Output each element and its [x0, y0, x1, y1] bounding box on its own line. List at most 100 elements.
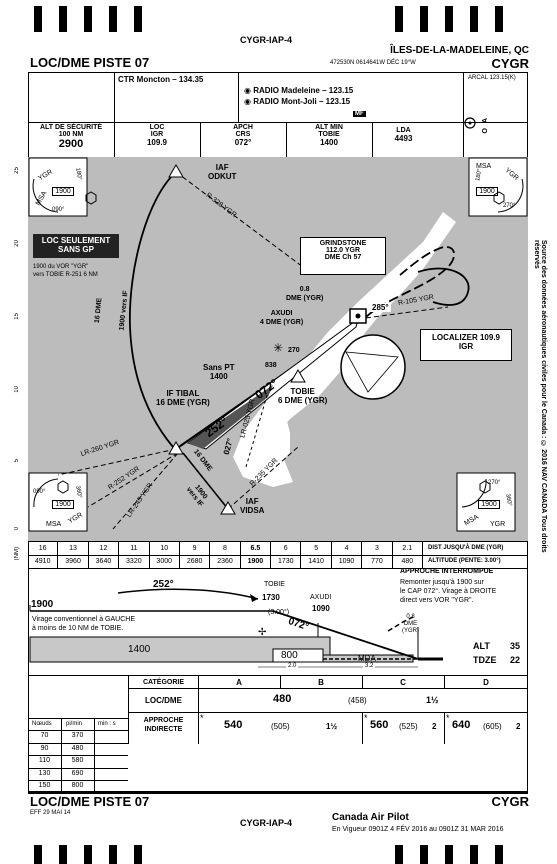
circ-c-mda: 560: [370, 719, 389, 731]
block-800: 800: [281, 650, 298, 661]
plan-view: ✳ IAF ODKUT R-328 YGR LOC SEULEMENT SANS…: [28, 157, 528, 541]
profile-tobie: TOBIE: [264, 581, 285, 588]
footer-validity: En Vigueur 0901Z 4 FÉV 2016 au 0901Z 31 …: [332, 826, 504, 833]
chart-id-top: CYGR-IAP-4: [240, 35, 293, 45]
msa-box-br: [456, 472, 516, 532]
dme-dist-cell: 3: [362, 542, 393, 555]
lda-cell: LDA 4493: [394, 127, 413, 143]
tibal-fix-icon: [168, 441, 184, 455]
msa-br-ygr: YGR: [490, 521, 506, 528]
circ-d-haa: (605): [483, 722, 502, 731]
block-1400: 1400: [128, 644, 151, 655]
dme-alt-cell: 3960: [58, 555, 89, 568]
dme-dist-cell: 6.5: [241, 542, 272, 555]
dme-alt-cell: 1900: [241, 555, 272, 568]
loc-only-label: LOC SEULEMENT SANS GP: [41, 236, 111, 254]
speed-fpm: 580: [71, 757, 84, 765]
msa-tl-090: 090°: [52, 207, 65, 213]
axudi-label: AXUDI 4 DME (YGR): [260, 310, 304, 326]
loc-cell: LOC IGR 109.9: [114, 122, 201, 157]
circ-star-d: *: [446, 713, 450, 723]
dme-dist-cell: 6: [271, 542, 302, 555]
alt-min-cell: ALT MIN TOBIE 1400: [286, 122, 373, 157]
profile-axudi-alt: 1090: [312, 604, 330, 613]
registration-marks-bottom: [34, 845, 169, 864]
side-copyright: Source des données aéronautiques civiles…: [533, 240, 547, 553]
vidsa-route: [182, 452, 229, 510]
dme-alt-label: ALTITUDE (PENTE: 3.00°): [428, 558, 501, 564]
speed-fpm: 690: [71, 769, 84, 777]
dme-alt-cell: 4910: [28, 555, 59, 568]
dme-dist-cell: 10: [150, 542, 180, 555]
dme-alt-cell: 2680: [180, 555, 211, 568]
cat-c: C: [400, 678, 406, 687]
minima-table: CATÉGORIE A B C D LOC/DME 480 (458) 1½ A…: [28, 675, 528, 744]
vor-note: 1900 du VOR "YGR" vers TOBIE R-251 6 NM: [33, 264, 98, 278]
circ-star: *: [200, 713, 204, 723]
profile-tobie-alt: 1730: [262, 593, 280, 602]
registration-marks-top-right: [395, 6, 530, 32]
speed-knots: 130: [38, 769, 51, 777]
lr245-radial: [112, 452, 179, 530]
msa-box-bl: [28, 472, 88, 532]
circ-ab-haa: (505): [271, 722, 290, 731]
procedure-title: LOC/DME PISTE 07: [30, 55, 150, 70]
msa-tr-alt: 1900: [476, 187, 498, 196]
grindstone-box: GRINDSTONE 112.0 YGR DME Ch 57: [300, 237, 386, 275]
mda-label: MDA: [358, 654, 376, 663]
msa-br-270: 270°: [488, 480, 501, 486]
msa-br-alt: 1900: [478, 500, 500, 509]
airport-circle: [340, 334, 406, 400]
profile-dme08: 0.8 DME (YGR): [402, 614, 419, 634]
ma-text: Remonter jusqu'à 1900 sur le CAP 072°. V…: [400, 579, 497, 604]
r252-radial: [87, 452, 179, 508]
arc-route: [129, 171, 177, 448]
alt-label: ALT: [473, 641, 490, 651]
tobie-label: TOBIE 6 DME (YGR): [278, 387, 328, 405]
radio-montjoli: ◉ RADIO Mont-Joli – 123.15: [244, 97, 351, 106]
arcal-frequency: ARCAL 123.15(K): [468, 75, 516, 81]
msa-bl-090: 090°: [33, 489, 46, 495]
dme-alt-cell: 2360: [210, 555, 241, 568]
airport-coords: 472530N 0614641W DÉC 19°W: [330, 60, 416, 66]
profile-axudi: AXUDI: [310, 594, 332, 601]
mf-badge: MF: [353, 111, 366, 117]
dme-dist-cell: 13: [58, 542, 89, 555]
vidsa-fix-icon: [220, 501, 236, 515]
if-tibal-label: IF TIBAL 16 DME (YGR): [156, 389, 210, 407]
speed-knots: 110: [38, 757, 51, 765]
registration-marks-top: [34, 6, 169, 32]
speed-header-fpm: pi/min: [66, 721, 83, 727]
nm-label: (NM): [14, 547, 20, 561]
tobie-fix-icon: [290, 369, 306, 383]
dme-dist-cell: 5: [301, 542, 332, 555]
speed-knots: 150: [38, 782, 51, 790]
y-axis: 25 20 15 10 5 0 (NM): [14, 167, 20, 561]
cat-b: B: [318, 678, 324, 687]
categorie-header: CATÉGORIE: [142, 679, 185, 686]
odkut-fix-icon: [168, 164, 184, 178]
msa-vor-icon: [57, 480, 69, 494]
dme-alt-cell: 770: [362, 555, 393, 568]
badge-o: O: [482, 128, 489, 134]
fix-cross-icon: ✢: [258, 627, 266, 638]
comms-row: CTR Moncton – 134.35 ◉ RADIO Madeleine –…: [28, 72, 528, 157]
dme-dist-cell: 8: [210, 542, 241, 555]
msa-bl-label: MSA: [46, 521, 62, 528]
holding-pattern: [417, 267, 470, 306]
circ-ab-vis: 1½: [326, 722, 338, 731]
dme-alt-cell: 3320: [119, 555, 150, 568]
msa-tr-label: MSA: [476, 163, 492, 170]
sans-pt-label: Sans PT 1400: [203, 363, 235, 381]
speed-row: 110 580: [28, 755, 128, 768]
msa-cell: ALT DE SÉCURITÉ 100 NM 2900: [28, 122, 115, 157]
r328-radial: [175, 171, 304, 268]
registration-marks-bottom-right: [395, 845, 530, 864]
iaf-odkut-label: IAF ODKUT: [208, 163, 237, 181]
cat-d: D: [483, 678, 489, 687]
loc-only-box: [33, 234, 119, 258]
footer-chart-id: CYGR-IAP-4: [240, 818, 293, 828]
